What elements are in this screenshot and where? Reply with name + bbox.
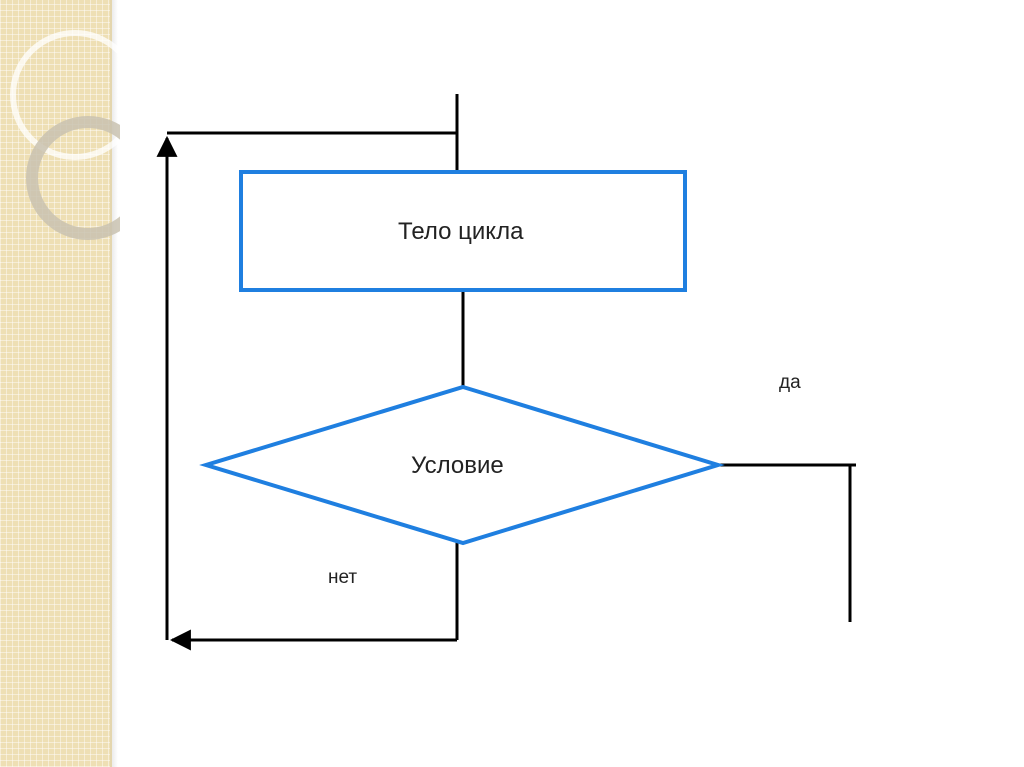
ring-lower	[26, 116, 120, 240]
decision-label: Условие	[411, 452, 504, 479]
no-branch-label: нет	[328, 567, 358, 588]
ring-upper	[10, 30, 120, 160]
process-box-loop-body	[239, 170, 687, 292]
process-label: Тело цикла	[398, 218, 524, 245]
decorative-rings	[10, 30, 120, 240]
yes-branch-label: да	[779, 372, 801, 393]
decision-diamond-condition	[199, 384, 725, 546]
side-band-shadow	[112, 0, 118, 767]
